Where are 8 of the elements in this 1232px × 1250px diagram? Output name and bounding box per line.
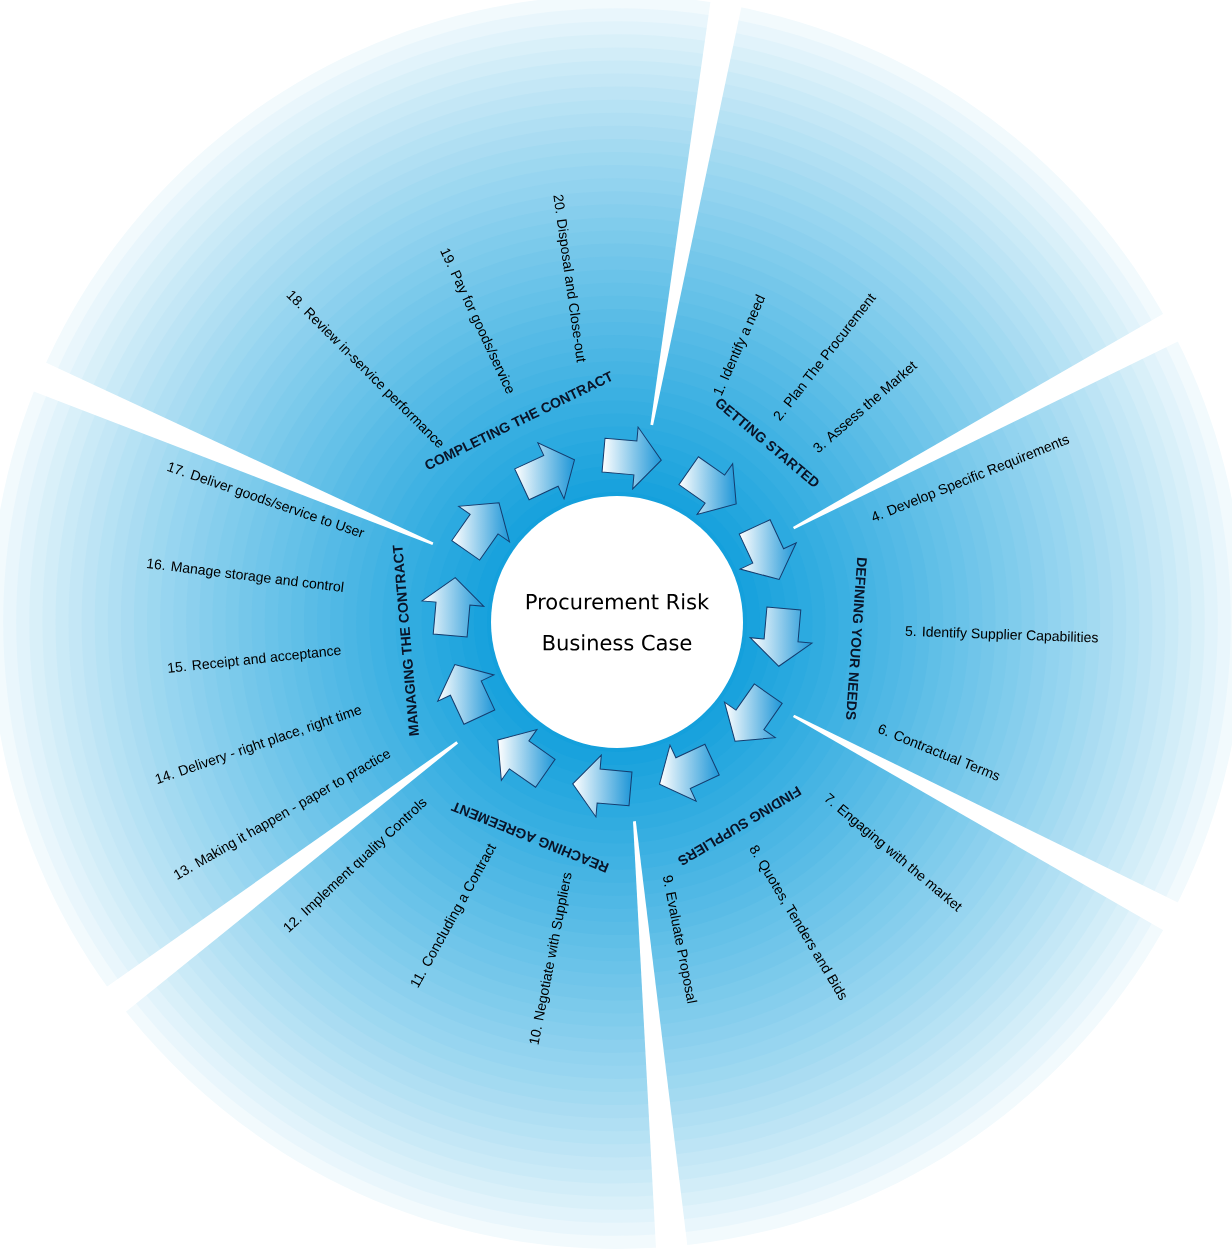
- step-label: 20. Disposal and Close-out: [553, 194, 586, 363]
- step-label: 16. Manage storage and control: [146, 558, 344, 592]
- phase-label: DEFINING YOUR NEEDS: [846, 557, 867, 720]
- step-label: 10. Negotiate with Suppliers: [529, 872, 572, 1045]
- step-label: 9. Evaluate Proposal: [663, 875, 698, 1004]
- phase-label: MANAGING THE CONTRACT: [392, 545, 419, 736]
- step-label: 5. Identify Supplier Capabilities: [905, 626, 1098, 644]
- step-label: 15. Receipt and acceptance: [168, 647, 341, 673]
